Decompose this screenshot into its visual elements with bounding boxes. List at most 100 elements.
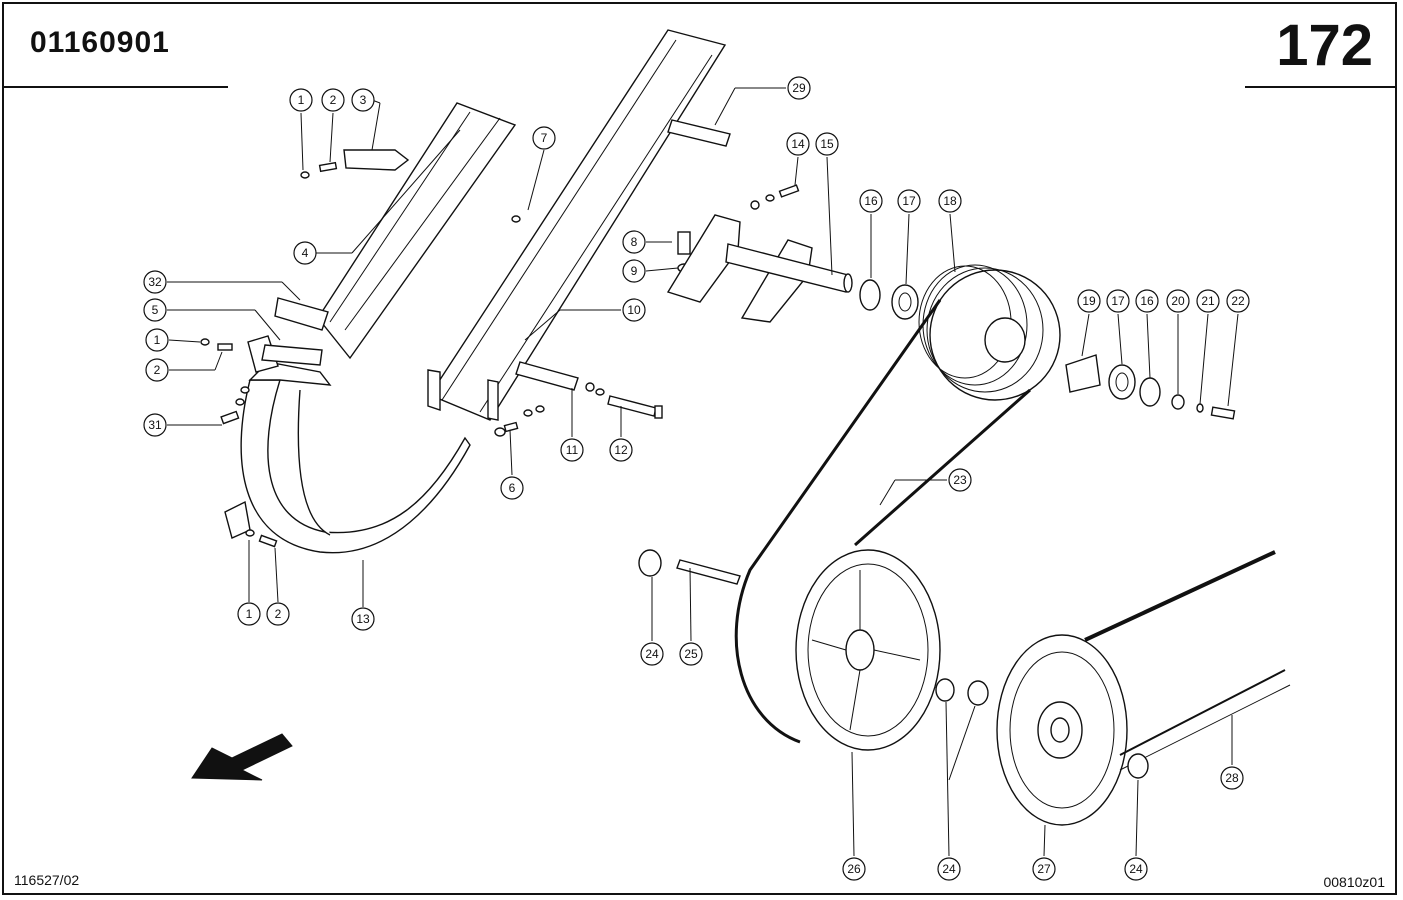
svg-text:27: 27	[1037, 862, 1051, 876]
part-number: 01160901	[30, 26, 170, 59]
svg-text:24: 24	[1129, 862, 1143, 876]
svg-text:32: 32	[148, 275, 162, 289]
callout-11: 11	[560, 438, 584, 462]
svg-text:15: 15	[820, 137, 834, 151]
small-pulley	[996, 634, 1128, 826]
svg-text:17: 17	[902, 194, 916, 208]
callout-24: 24	[1124, 857, 1148, 881]
page-number: 172	[1276, 13, 1373, 78]
svg-text:4: 4	[302, 246, 309, 260]
callout-22: 22	[1226, 289, 1250, 313]
svg-text:12: 12	[614, 443, 628, 457]
callout-6: 6	[500, 476, 524, 500]
callout-10: 10	[622, 298, 646, 322]
callout-13: 13	[351, 607, 375, 631]
callout-27: 27	[1032, 857, 1056, 881]
svg-text:7: 7	[541, 131, 548, 145]
callout-15: 15	[815, 132, 839, 156]
callout-32: 32	[143, 270, 167, 294]
callout-5: 5	[143, 298, 167, 322]
svg-text:1: 1	[298, 93, 305, 107]
direction-arrow-icon	[191, 733, 293, 781]
svg-text:21: 21	[1201, 294, 1215, 308]
svg-text:3: 3	[360, 93, 367, 107]
u-chute-section	[224, 335, 471, 554]
pins-and-rods	[515, 119, 731, 419]
callout-18: 18	[938, 189, 962, 213]
svg-text:8: 8	[631, 235, 638, 249]
bushings-and-key	[638, 549, 1149, 779]
svg-text:2: 2	[330, 93, 337, 107]
svg-text:5: 5	[152, 303, 159, 317]
svg-text:23: 23	[953, 473, 967, 487]
chute-long-section	[427, 29, 727, 421]
callout-1: 1	[237, 602, 261, 626]
callout-2: 2	[321, 88, 345, 112]
callout-29: 29	[787, 76, 811, 100]
chute-upper-section	[274, 102, 517, 360]
callout-24: 24	[640, 642, 664, 666]
callout-20: 20	[1166, 289, 1190, 313]
callout-3: 3	[351, 88, 375, 112]
svg-text:19: 19	[1082, 294, 1096, 308]
callout-4: 4	[293, 241, 317, 265]
callout-1: 1	[145, 328, 169, 352]
callout-23: 23	[948, 468, 972, 492]
svg-text:17: 17	[1111, 294, 1125, 308]
svg-text:28: 28	[1225, 771, 1239, 785]
drawing-id: 116527/02	[14, 872, 80, 888]
svg-text:29: 29	[792, 81, 806, 95]
fasteners	[200, 161, 800, 548]
callout-9: 9	[622, 259, 646, 283]
svg-text:16: 16	[864, 194, 878, 208]
callout-14: 14	[786, 132, 810, 156]
callout-16: 16	[1135, 289, 1159, 313]
leader-lines	[167, 87, 1239, 857]
large-pulley	[795, 549, 941, 751]
svg-text:13: 13	[356, 612, 370, 626]
svg-text:14: 14	[791, 137, 805, 151]
svg-text:18: 18	[943, 194, 957, 208]
rings-and-bearings	[859, 279, 1236, 420]
callout-2: 2	[266, 602, 290, 626]
image-reference: 00810z01	[1323, 874, 1385, 890]
svg-text:11: 11	[566, 443, 579, 457]
callout-26: 26	[842, 857, 866, 881]
svg-text:24: 24	[645, 647, 659, 661]
callout-16: 16	[859, 189, 883, 213]
callout-17: 17	[1106, 289, 1130, 313]
callout-28: 28	[1220, 766, 1244, 790]
header-rule-left	[2, 86, 228, 88]
svg-text:6: 6	[509, 481, 516, 495]
callout-17: 17	[897, 189, 921, 213]
callout-1: 1	[289, 88, 313, 112]
svg-text:1: 1	[154, 333, 161, 347]
svg-text:26: 26	[847, 862, 861, 876]
svg-text:25: 25	[684, 647, 698, 661]
drive-belt-right	[1084, 550, 1291, 771]
svg-text:9: 9	[631, 264, 638, 278]
svg-text:2: 2	[275, 607, 282, 621]
svg-text:24: 24	[942, 862, 956, 876]
callout-24: 24	[937, 857, 961, 881]
callout-21: 21	[1196, 289, 1220, 313]
bearing-bracket-shaft	[666, 214, 853, 323]
callout-12: 12	[609, 438, 633, 462]
svg-text:2: 2	[154, 363, 161, 377]
callout-19: 19	[1077, 289, 1101, 313]
svg-text:22: 22	[1231, 294, 1245, 308]
svg-text:16: 16	[1140, 294, 1154, 308]
header-rule-right	[1245, 86, 1397, 88]
svg-text:20: 20	[1171, 294, 1185, 308]
upper-pulley	[918, 264, 1061, 401]
callout-8: 8	[622, 230, 646, 254]
drive-belt	[734, 299, 1031, 744]
svg-text:10: 10	[627, 303, 641, 317]
callout-31: 31	[143, 413, 167, 437]
svg-text:1: 1	[246, 607, 253, 621]
svg-text:31: 31	[148, 418, 162, 432]
mounting-brackets	[261, 149, 410, 366]
